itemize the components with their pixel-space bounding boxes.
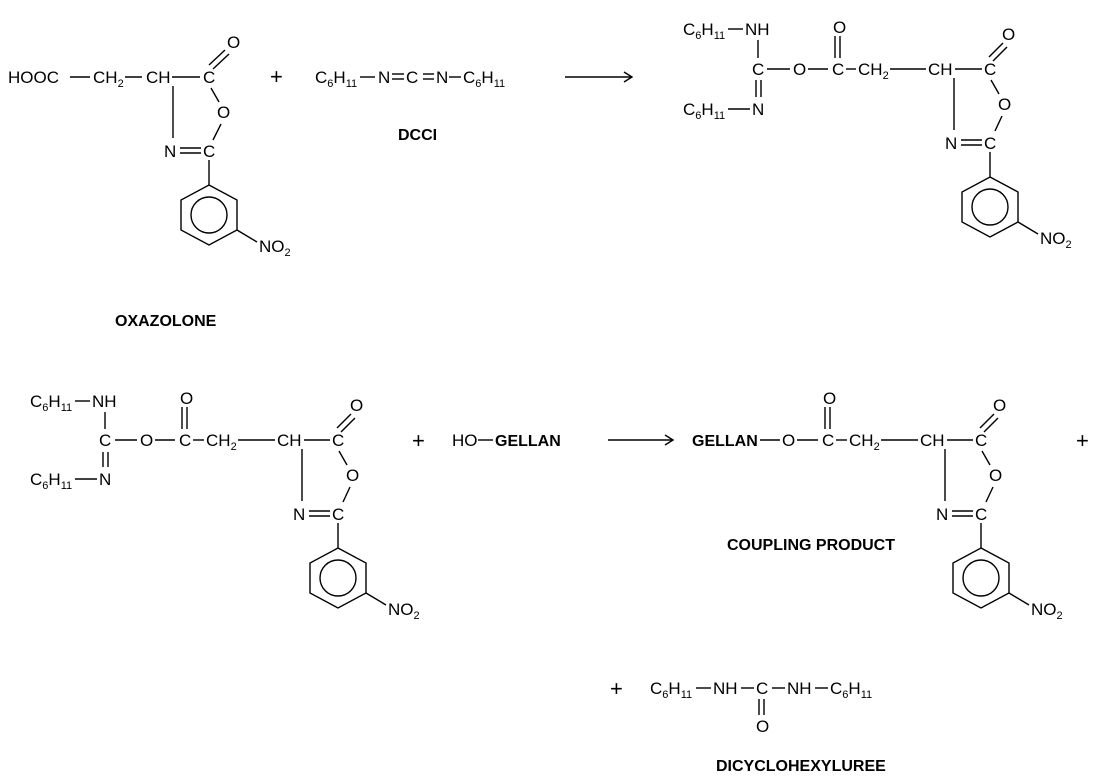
ch2-group: CH2	[93, 68, 124, 90]
svg-text:C: C	[832, 60, 844, 79]
svg-text:C: C	[984, 60, 996, 79]
svg-text:O: O	[823, 389, 836, 408]
plus-sign-1: +	[270, 64, 283, 89]
svg-text:C: C	[179, 431, 191, 450]
svg-text:CH: CH	[277, 431, 302, 450]
dicyclohexylurea-structure: C6H11 NH C O NH C6H11	[650, 679, 872, 736]
svg-text:C: C	[756, 679, 768, 698]
ring-carbon: C	[203, 142, 215, 161]
svg-text:C: C	[332, 431, 344, 450]
svg-text:C: C	[99, 431, 111, 450]
svg-text:CH2: CH2	[206, 431, 237, 453]
plus-sign-3: +	[1076, 428, 1089, 453]
svg-text:C: C	[975, 431, 987, 450]
cyclohexyl-nh: C6H11	[683, 20, 725, 42]
svg-text:GELLAN: GELLAN	[692, 433, 758, 450]
svg-text:O: O	[180, 389, 193, 408]
svg-text:NH: NH	[745, 20, 770, 39]
svg-text:HO: HO	[452, 431, 478, 450]
svg-text:N: N	[99, 470, 111, 489]
svg-text:O: O	[833, 18, 846, 37]
svg-text:C6H11: C6H11	[830, 679, 872, 701]
svg-text:N: N	[752, 100, 764, 119]
svg-text:CH: CH	[920, 431, 945, 450]
svg-text:O: O	[993, 396, 1006, 415]
svg-text:O: O	[350, 396, 363, 415]
svg-text:N: N	[945, 134, 957, 153]
svg-text:O: O	[1002, 25, 1015, 44]
reaction-arrow-1	[565, 71, 634, 83]
svg-text:NO2: NO2	[1031, 600, 1063, 622]
svg-text:C: C	[332, 505, 344, 524]
svg-text:C: C	[822, 431, 834, 450]
svg-text:C6H11: C6H11	[650, 679, 692, 701]
svg-text:N: N	[293, 505, 305, 524]
svg-text:C: C	[984, 134, 996, 153]
svg-text:C: C	[975, 505, 987, 524]
svg-text:O: O	[989, 466, 1002, 485]
plus-sign-4: +	[610, 676, 623, 701]
coupling-product-structure: GELLAN O C O CH2 CH C O O N C NO2	[692, 389, 1063, 622]
dcci-n1: N	[378, 68, 390, 87]
svg-text:C6H11: C6H11	[30, 470, 72, 492]
svg-text:N: N	[936, 505, 948, 524]
ch-group: CH	[146, 68, 171, 87]
cyclohexyl-right: C6H11	[463, 68, 505, 90]
dcci-label: DCCI	[398, 127, 437, 144]
svg-text:NH: NH	[787, 679, 812, 698]
carbonyl-oxygen: O	[227, 33, 240, 52]
dcci-n2: N	[436, 68, 448, 87]
dcci-c: C	[406, 68, 418, 87]
plus-sign-2: +	[412, 428, 425, 453]
svg-text:NH: NH	[92, 392, 117, 411]
ring-oxygen: O	[217, 103, 230, 122]
svg-text:O: O	[346, 466, 359, 485]
svg-text:O: O	[756, 717, 769, 736]
dicyclohexylurea-label: DICYCLOHEXYLUREE	[716, 758, 886, 775]
nitro-group: NO2	[259, 237, 291, 259]
oxazolone-structure: HOOC CH2 CH C O O N C NO2	[8, 33, 291, 259]
hooc-group: HOOC	[8, 68, 59, 87]
svg-text:O: O	[140, 431, 153, 450]
svg-text:O: O	[998, 95, 1011, 114]
dcci-structure: C6H11 N C N C6H11	[315, 68, 505, 90]
svg-text:NH: NH	[713, 679, 738, 698]
svg-text:GELLAN: GELLAN	[495, 433, 561, 450]
svg-text:CH2: CH2	[858, 60, 889, 82]
cyclohexyl-n: C6H11	[683, 100, 725, 122]
hydroxyl-gellan: HO GELLAN	[452, 431, 561, 450]
coupling-product-label: COUPLING PRODUCT	[727, 537, 895, 554]
cyclohexyl-left: C6H11	[315, 68, 357, 90]
svg-text:CH: CH	[928, 60, 953, 79]
o-acylisourea-intermediate: C6H11 NH C N C6H11 O C O CH2 CH C O O N …	[683, 18, 1072, 251]
reaction-arrow-2	[608, 434, 675, 446]
svg-text:NO2: NO2	[388, 600, 420, 622]
svg-text:O: O	[793, 60, 806, 79]
svg-text:O: O	[782, 431, 795, 450]
svg-text:NO2: NO2	[1040, 229, 1072, 251]
ring-nitrogen: N	[164, 142, 176, 161]
svg-text:C: C	[752, 60, 764, 79]
carbonyl-carbon: C	[203, 68, 215, 87]
svg-text:C6H11: C6H11	[30, 392, 72, 414]
o-acylisourea-reactant: C6H11 NH C N C6H11 O C O CH2 CH C O O N …	[30, 389, 420, 622]
oxazolone-label: OXAZOLONE	[115, 313, 217, 330]
svg-text:CH2: CH2	[849, 431, 880, 453]
